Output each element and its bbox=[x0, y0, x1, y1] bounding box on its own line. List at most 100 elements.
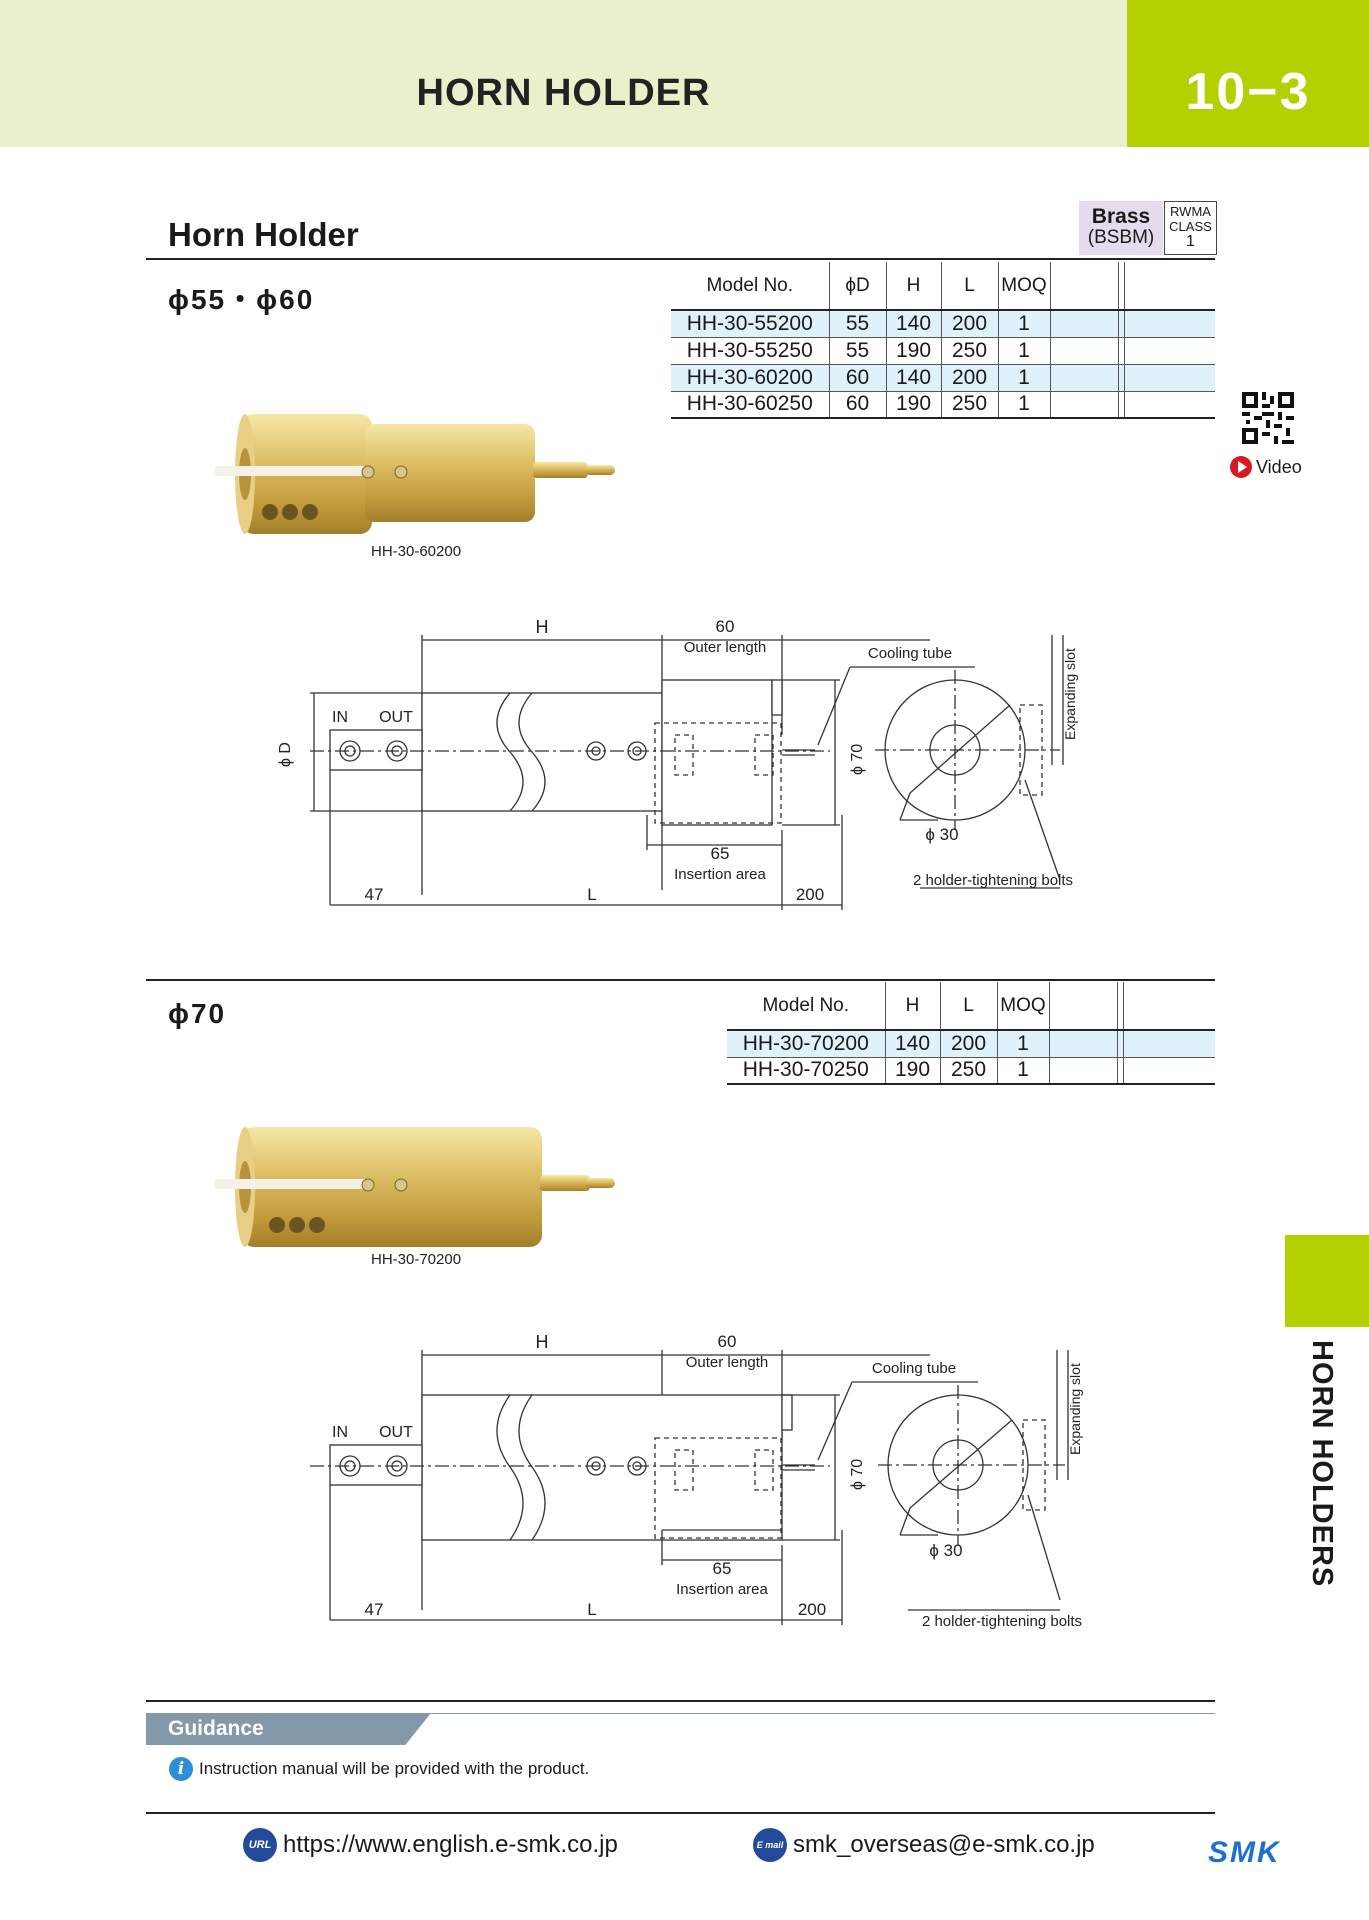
col-l: L bbox=[939, 982, 997, 1031]
smk-logo: SMK bbox=[1208, 1836, 1281, 1869]
page-number: 10−3 bbox=[1127, 0, 1369, 147]
photo-caption-group2: HH-30-70200 bbox=[371, 1251, 462, 1268]
footer-rule bbox=[146, 1812, 1215, 1814]
model-cell: HH-30-60250 bbox=[671, 391, 829, 419]
rwma-line3: 1 bbox=[1186, 233, 1195, 250]
col-model-no: Model No. bbox=[727, 982, 885, 1031]
out-label: OUT bbox=[379, 709, 413, 726]
expanding-slot-label: Expanding slot bbox=[1062, 648, 1078, 740]
dimension-drawing-group2: H 60 Outer length Cooling tube Expanding… bbox=[310, 1332, 1083, 1630]
moq-cell: 1 bbox=[997, 364, 1050, 392]
group2-spec-table: Model No. H L MOQ HH-30-70200 140 200 1 … bbox=[727, 982, 1215, 1085]
mail-icon: E mail bbox=[753, 1828, 787, 1862]
l-cell: 250 bbox=[940, 391, 998, 419]
guidance-underline bbox=[146, 1713, 1215, 1714]
col-blank-narrow bbox=[1117, 262, 1125, 311]
dim-insert: 65 bbox=[711, 844, 730, 863]
col-blank-end bbox=[1124, 262, 1215, 311]
rwma-class-badge: RWMA CLASS 1 bbox=[1164, 201, 1217, 255]
l-cell: 200 bbox=[940, 310, 998, 338]
l-cell: 250 bbox=[940, 337, 998, 365]
blank-cell bbox=[1124, 364, 1215, 392]
cooling-tube-label: Cooling tube bbox=[872, 1360, 956, 1377]
footer-email[interactable]: E mail smk_overseas@e-smk.co.jp bbox=[753, 1828, 1095, 1862]
moq-cell: 1 bbox=[996, 1057, 1049, 1085]
section-title: Horn Holder bbox=[168, 216, 359, 253]
in-label: IN bbox=[332, 1424, 348, 1441]
phi-70-label: ϕ 70 bbox=[849, 1459, 866, 1490]
table-row: HH-30-60250 60 190 250 1 bbox=[671, 391, 1215, 419]
phi-30-label: ϕ 30 bbox=[929, 1541, 962, 1560]
blank-cell bbox=[1124, 310, 1215, 338]
blank-cell bbox=[1116, 1030, 1124, 1058]
blank-cell bbox=[1048, 1057, 1117, 1085]
photo-caption-group1: HH-30-60200 bbox=[371, 543, 462, 560]
dim-200: 200 bbox=[798, 1600, 826, 1619]
dim-l: L bbox=[587, 1600, 596, 1619]
info-icon: i bbox=[169, 1757, 193, 1781]
table-row: HH-30-55200 55 140 200 1 bbox=[671, 310, 1215, 338]
blank-cell bbox=[1117, 391, 1125, 419]
phi-d-label: ϕ D bbox=[277, 742, 294, 767]
blank-cell bbox=[1049, 337, 1118, 365]
side-tab-label: HORN HOLDERS bbox=[1306, 1340, 1338, 1588]
model-cell: HH-30-60200 bbox=[671, 364, 829, 392]
col-blank-narrow bbox=[1116, 982, 1124, 1031]
model-cell: HH-30-70200 bbox=[727, 1030, 885, 1058]
blank-cell bbox=[1123, 1057, 1215, 1085]
phi-30-label: ϕ 30 bbox=[925, 825, 958, 844]
col-phi-d: ϕD bbox=[828, 262, 886, 311]
col-h: H bbox=[884, 982, 940, 1031]
blank-cell bbox=[1049, 391, 1118, 419]
guidance-note-text: Instruction manual will be provided with… bbox=[199, 1759, 590, 1778]
video-label: Video bbox=[1256, 456, 1302, 477]
group1-diameter-label: ϕ55・ϕ60 bbox=[168, 284, 315, 315]
col-blank bbox=[1048, 982, 1117, 1031]
h-cell: 190 bbox=[884, 1057, 940, 1085]
url-icon: URL bbox=[243, 1828, 277, 1862]
guidance-rule bbox=[146, 1700, 1215, 1702]
blank-cell bbox=[1048, 1030, 1117, 1058]
blank-cell bbox=[1124, 391, 1215, 419]
header-band bbox=[0, 0, 1127, 147]
col-blank-end bbox=[1123, 982, 1215, 1031]
email-text[interactable]: smk_overseas@e-smk.co.jp bbox=[793, 1831, 1095, 1858]
model-cell: HH-30-55200 bbox=[671, 310, 829, 338]
qr-code-icon[interactable] bbox=[1242, 392, 1294, 444]
phi-70-label: ϕ 70 bbox=[849, 744, 866, 775]
l-cell: 250 bbox=[939, 1057, 997, 1085]
guidance-note: i Instruction manual will be provided wi… bbox=[169, 1757, 589, 1781]
moq-cell: 1 bbox=[997, 337, 1050, 365]
play-icon bbox=[1230, 456, 1252, 478]
col-moq: MOQ bbox=[997, 262, 1050, 311]
blank-cell bbox=[1116, 1057, 1124, 1085]
l-cell: 200 bbox=[940, 364, 998, 392]
group1-spec-table: Model No. ϕD H L MOQ HH-30-55200 55 140 … bbox=[671, 262, 1215, 419]
moq-cell: 1 bbox=[996, 1030, 1049, 1058]
dim-47: 47 bbox=[365, 885, 384, 904]
video-link[interactable]: Video bbox=[1230, 456, 1302, 478]
cooling-tube-label: Cooling tube bbox=[868, 645, 952, 662]
group2-rule bbox=[146, 979, 1215, 981]
group2-diameter-label: ϕ70 bbox=[168, 998, 227, 1029]
url-text[interactable]: https://www.english.e-smk.co.jp bbox=[283, 1831, 618, 1858]
table-row: HH-30-60200 60 140 200 1 bbox=[671, 364, 1215, 392]
phi-d-cell: 60 bbox=[828, 391, 886, 419]
col-blank bbox=[1049, 262, 1118, 311]
footer-url[interactable]: URL https://www.english.e-smk.co.jp bbox=[243, 1828, 618, 1862]
bolts-label: 2 holder-tightening bolts bbox=[922, 1613, 1082, 1630]
col-h: H bbox=[885, 262, 941, 311]
h-cell: 190 bbox=[885, 391, 941, 419]
col-model-no: Model No. bbox=[671, 262, 829, 311]
dim-h: H bbox=[536, 617, 549, 637]
material-badge: Brass (BSBM) bbox=[1079, 201, 1163, 255]
model-cell: HH-30-55250 bbox=[671, 337, 829, 365]
table-row: HH-30-70200 140 200 1 bbox=[727, 1030, 1215, 1058]
moq-cell: 1 bbox=[997, 310, 1050, 338]
expanding-slot-label: Expanding slot bbox=[1067, 1363, 1083, 1455]
blank-cell bbox=[1123, 1030, 1215, 1058]
dim-outer: 60 bbox=[716, 617, 735, 636]
product-photo-hh-30-70200 bbox=[215, 1127, 615, 1247]
guidance-heading: Guidance bbox=[146, 1713, 431, 1745]
blank-cell bbox=[1049, 364, 1118, 392]
